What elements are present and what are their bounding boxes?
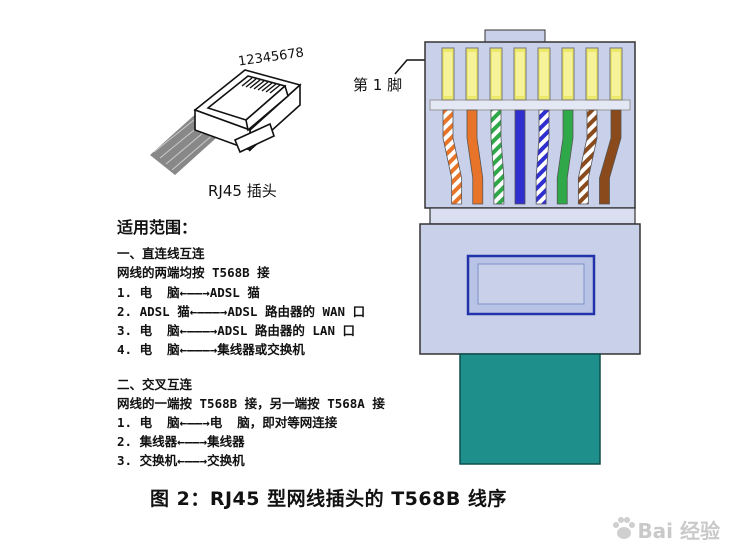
- contact-pin-highlight: [516, 52, 524, 96]
- wire-body: [466, 109, 484, 205]
- wire: [556, 109, 574, 205]
- wires: [441, 47, 623, 205]
- scope-line: 二、交叉互连: [117, 377, 193, 392]
- wire-body: [442, 109, 463, 205]
- contact-pin-highlight: [588, 52, 596, 96]
- wire-body: [577, 109, 598, 205]
- wire: [599, 109, 622, 205]
- scope-line: 网线的两端均按 T568B 接: [117, 265, 270, 280]
- t568b-plug-diagram: [419, 29, 641, 465]
- collar: [429, 207, 636, 225]
- contact-pin-highlight: [564, 52, 572, 96]
- wire-body: [514, 109, 526, 205]
- wire: [466, 109, 484, 205]
- wire: [535, 109, 550, 205]
- wire: [490, 109, 505, 205]
- plug-caption: RJ45 插头: [208, 182, 277, 200]
- paw-icon: [613, 517, 635, 539]
- contact-pin-highlight: [468, 52, 476, 96]
- scope-line: 1. 电 脑←——→ADSL 猫: [117, 285, 260, 300]
- cable-jacket: [459, 353, 601, 465]
- contact-pin-highlight: [612, 52, 620, 96]
- latch-window-inner: [477, 263, 585, 305]
- scope-line: 一、直连线互连: [117, 246, 205, 261]
- watermark: Bai 经验: [637, 519, 720, 543]
- contact-pin-highlight: [444, 52, 452, 96]
- scope-title: 适用范围：: [117, 218, 198, 237]
- contact-pin-highlight: [540, 52, 548, 96]
- scope-line: 4. 电 脑←———→集线器或交换机: [117, 342, 305, 357]
- wire: [577, 109, 598, 205]
- figure-caption: 图 2：RJ45 型网线插头的 T568B 线序: [150, 488, 507, 510]
- wire-body: [535, 109, 550, 205]
- wire-body: [556, 109, 574, 205]
- wire: [514, 109, 526, 205]
- wire-body: [599, 109, 622, 205]
- scope-line: 1. 电 脑←——→电 脑，即对等网连接: [117, 415, 338, 430]
- scope-line: 网线的一端按 T568B 接，另一端按 T568A 接: [117, 396, 385, 411]
- wire: [442, 109, 463, 205]
- scope-line: 2. 集线器←——→集线器: [117, 434, 245, 449]
- scope-line: 3. 交换机←——→交换机: [117, 453, 245, 468]
- pin1-label: 第 1 脚: [353, 76, 403, 94]
- contacts-icon: [241, 77, 281, 94]
- contact-pin-highlight: [492, 52, 500, 96]
- contact-strip: [429, 99, 631, 111]
- rj45-plug-sketch: [150, 69, 302, 175]
- scope-line: 3. 电 脑←———→ADSL 路由器的 LAN 口: [117, 323, 356, 338]
- scope-line: 2. ADSL 猫←———→ADSL 路由器的 WAN 口: [117, 304, 366, 319]
- wire-body: [490, 109, 505, 205]
